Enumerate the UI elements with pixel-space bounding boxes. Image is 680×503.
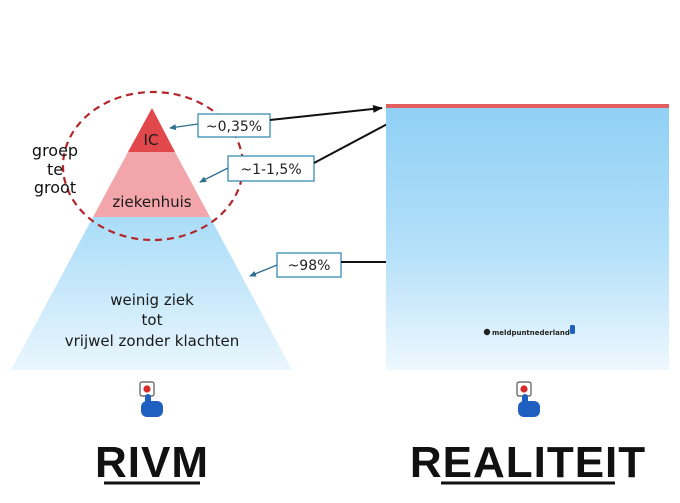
- mild-label-line3: vrijwel zonder klachten: [65, 332, 239, 350]
- reality-area: [386, 104, 669, 370]
- ic-label: IC: [144, 131, 159, 149]
- hand-press-button-icon: [516, 381, 540, 417]
- hand-icon-small: [570, 325, 575, 334]
- hospital-label: ziekenhuis: [112, 193, 191, 211]
- title-rivm: RIVM: [95, 438, 209, 487]
- rivm-pyramid: [11, 108, 292, 370]
- group-label-line3: groot: [34, 178, 76, 197]
- pyramid-hospital-tier: [93, 152, 210, 217]
- callout-ic-text: ~0,35%: [206, 119, 262, 135]
- hand-press-button-icon: [139, 381, 163, 417]
- group-label-line1: groep: [32, 141, 78, 160]
- callout-hospital: ~1-1,5%: [199, 155, 315, 183]
- mild-label-line1: weinig ziek: [110, 291, 194, 309]
- title-realiteit: REALITEIT: [410, 438, 646, 487]
- reality-panel: meldpuntnederland: [386, 104, 669, 370]
- pyramid-ic-tier: [128, 108, 175, 152]
- callout-mild-text: ~98%: [288, 258, 331, 274]
- callout-hospital-text: ~1-1,5%: [240, 162, 301, 178]
- watermark-text: meldpuntnederland: [492, 329, 570, 337]
- pyramid-mild-tier: [11, 217, 292, 370]
- callout-ic: ~0,35%: [169, 113, 271, 138]
- callout-mild: ~98%: [249, 252, 342, 278]
- reality-red-line: [386, 104, 669, 108]
- facebook-icon: [483, 328, 491, 336]
- group-label-line2: te: [47, 160, 63, 179]
- arrow-right-icon: [269, 104, 383, 121]
- mild-label-line2: tot: [142, 311, 163, 329]
